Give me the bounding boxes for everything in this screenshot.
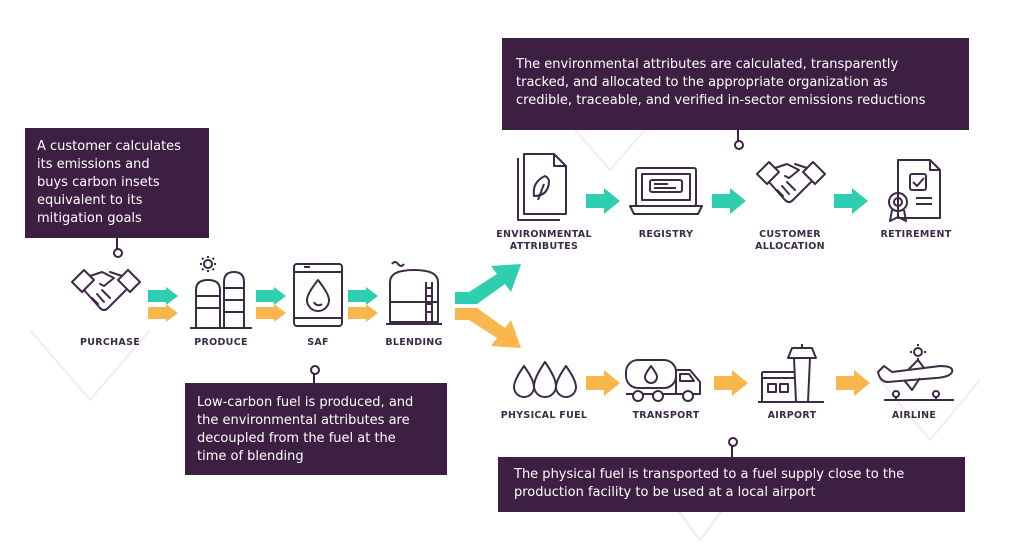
label-line: ALLOCATION bbox=[755, 241, 825, 252]
flow-arrow bbox=[148, 287, 178, 322]
flow-arrow-orange bbox=[836, 370, 870, 396]
step-label-environmental-attributes: ENVIRONMENTAL ATTRIBUTES bbox=[494, 229, 594, 253]
callout-line: A customer calculates bbox=[37, 139, 181, 154]
callout-attributes: The environmental attributes are calcula… bbox=[502, 38, 969, 130]
callout-line: its emissions and bbox=[37, 157, 150, 172]
callout-line: credible, traceable, and verified in-sec… bbox=[516, 93, 926, 108]
control-tower-icon bbox=[758, 344, 824, 403]
callout-blending: Low-carbon fuel is produced, and the env… bbox=[185, 383, 447, 475]
callout-purchase: A customer calculates its emissions and … bbox=[25, 128, 209, 238]
callout-line: Low-carbon fuel is produced, and bbox=[197, 395, 414, 410]
handshake-icon bbox=[71, 269, 141, 311]
certificate-icon bbox=[888, 159, 941, 222]
factory-icon bbox=[190, 256, 252, 329]
step-label-airport: AIRPORT bbox=[767, 410, 817, 421]
callout-physical: The physical fuel is transported to a fu… bbox=[498, 457, 965, 512]
callout-line: production facility to be used at a loca… bbox=[514, 485, 816, 500]
connector-dot bbox=[113, 248, 123, 258]
callout-line: buys carbon insets bbox=[37, 175, 160, 190]
connector-stem bbox=[116, 238, 118, 250]
step-label-purchase: PURCHASE bbox=[80, 337, 140, 348]
connector-dot bbox=[728, 437, 738, 447]
split-arrow bbox=[455, 264, 521, 348]
connector-stem bbox=[737, 130, 739, 142]
label-line: ATTRIBUTES bbox=[509, 241, 579, 252]
connector-dot bbox=[734, 140, 744, 150]
connector-stem bbox=[313, 373, 315, 383]
flow-arrow-orange bbox=[714, 370, 748, 396]
step-label-saf: SAF bbox=[307, 337, 329, 348]
flow-arrow bbox=[256, 287, 286, 322]
flow-arrow-teal bbox=[834, 188, 868, 214]
label-line: CUSTOMER bbox=[759, 229, 821, 240]
callout-line: mitigation goals bbox=[37, 211, 142, 226]
step-label-airline: AIRLINE bbox=[891, 410, 937, 421]
flow-arrow-teal bbox=[712, 188, 746, 214]
callout-line: the environmental attributes are bbox=[197, 413, 410, 428]
callout-line: equivalent to its bbox=[37, 193, 143, 208]
step-label-registry: REGISTRY bbox=[638, 229, 694, 240]
flow-arrow bbox=[348, 287, 378, 322]
handshake-icon bbox=[756, 161, 826, 203]
flow-arrow-orange bbox=[586, 370, 620, 396]
flow-arrow-teal bbox=[586, 188, 620, 214]
laptop-icon bbox=[629, 167, 703, 215]
document-leaf-icon bbox=[517, 153, 567, 221]
callout-line: The physical fuel is transported to a fu… bbox=[514, 467, 905, 482]
fuel-drops-icon bbox=[513, 361, 577, 398]
callout-line: tracked, and allocated to the appropriat… bbox=[516, 75, 888, 90]
step-label-blending: BLENDING bbox=[385, 337, 443, 348]
callout-line: decoupled from the fuel at the bbox=[197, 431, 396, 446]
connector-stem bbox=[731, 445, 733, 457]
airplane-icon bbox=[877, 344, 954, 401]
fuel-barrel-icon bbox=[293, 263, 343, 327]
connector-dot bbox=[310, 365, 320, 375]
step-label-retirement: RETIREMENT bbox=[880, 229, 952, 240]
callout-line: time of blending bbox=[197, 449, 304, 464]
label-line: ENVIRONMENTAL bbox=[496, 229, 592, 240]
step-label-customer-allocation: CUSTOMER ALLOCATION bbox=[740, 229, 840, 253]
step-label-produce: PRODUCE bbox=[194, 337, 248, 348]
tanker-truck-icon bbox=[625, 359, 701, 402]
step-label-physical-fuel: PHYSICAL FUEL bbox=[500, 410, 588, 421]
storage-tank-icon bbox=[386, 261, 442, 325]
step-label-transport: TRANSPORT bbox=[632, 410, 700, 421]
callout-line: The environmental attributes are calcula… bbox=[516, 57, 899, 72]
